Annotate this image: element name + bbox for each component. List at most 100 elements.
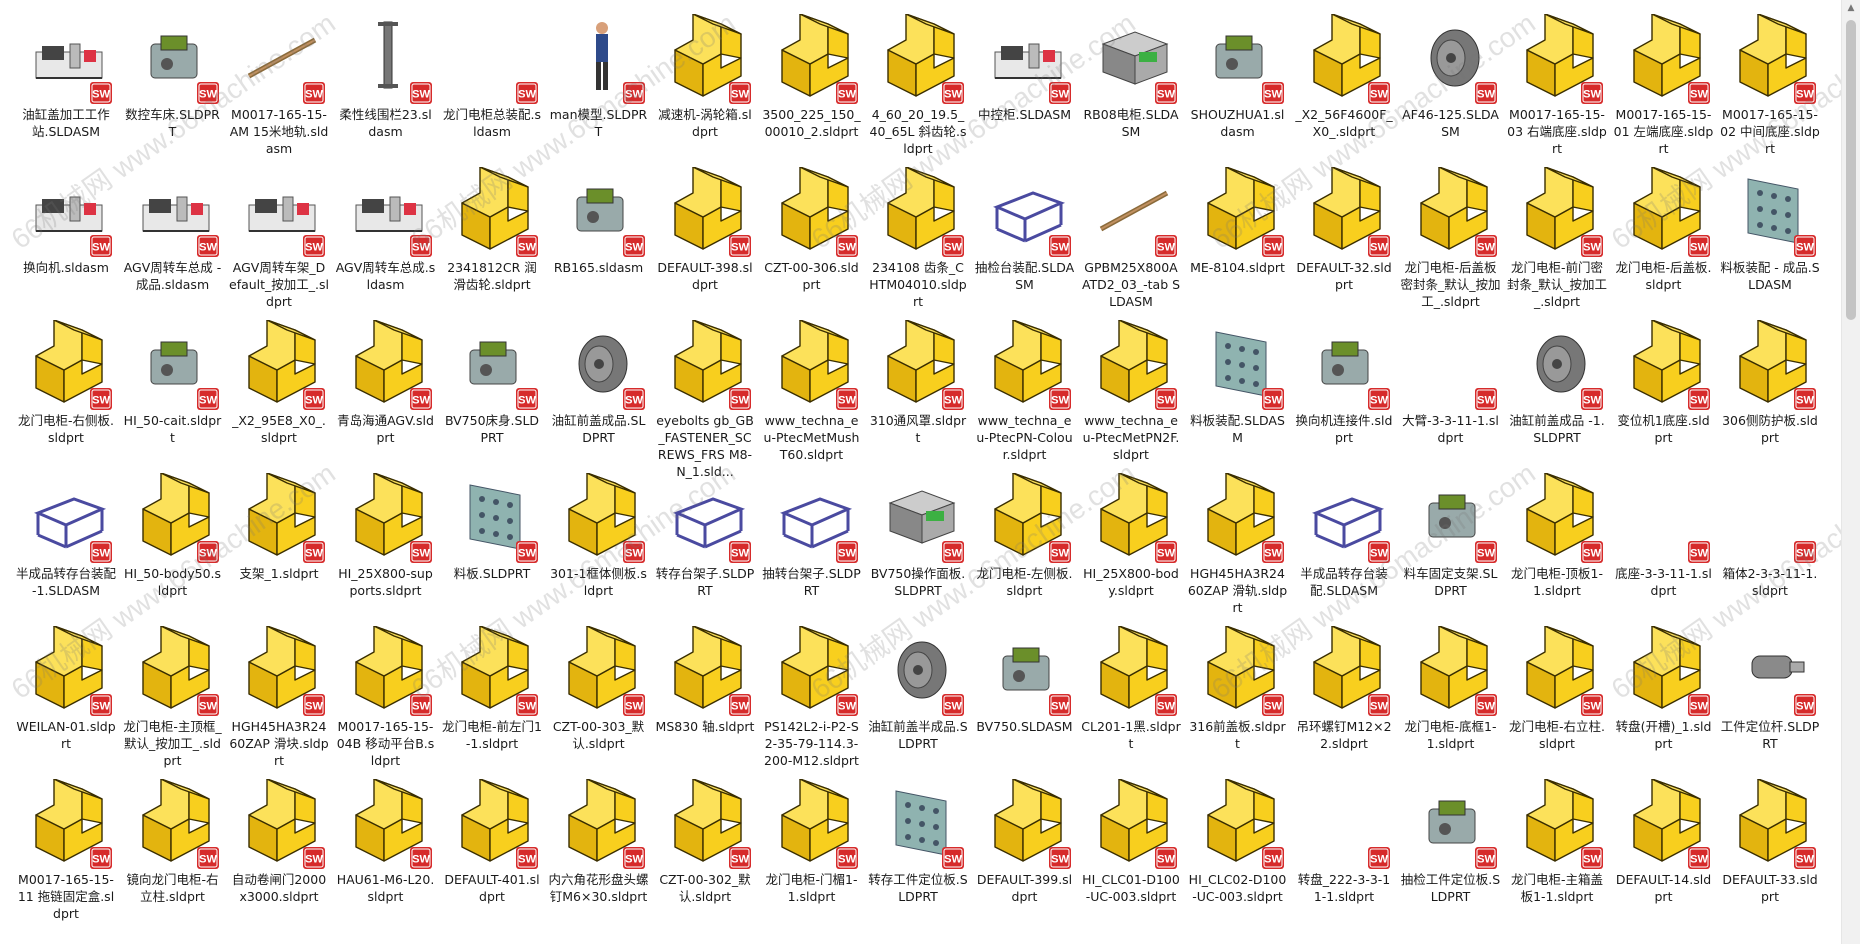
file-item[interactable]: SW_X2_56F4600F_X0_.sldprt	[1292, 8, 1396, 140]
scroll-thumb[interactable]	[1846, 20, 1856, 320]
vertical-scrollbar[interactable]: ▲	[1841, 0, 1860, 944]
scroll-up-arrow-icon[interactable]: ▲	[1847, 3, 1855, 13]
file-item[interactable]: SW_X2_95E8_X0_.sldprt	[227, 314, 331, 446]
